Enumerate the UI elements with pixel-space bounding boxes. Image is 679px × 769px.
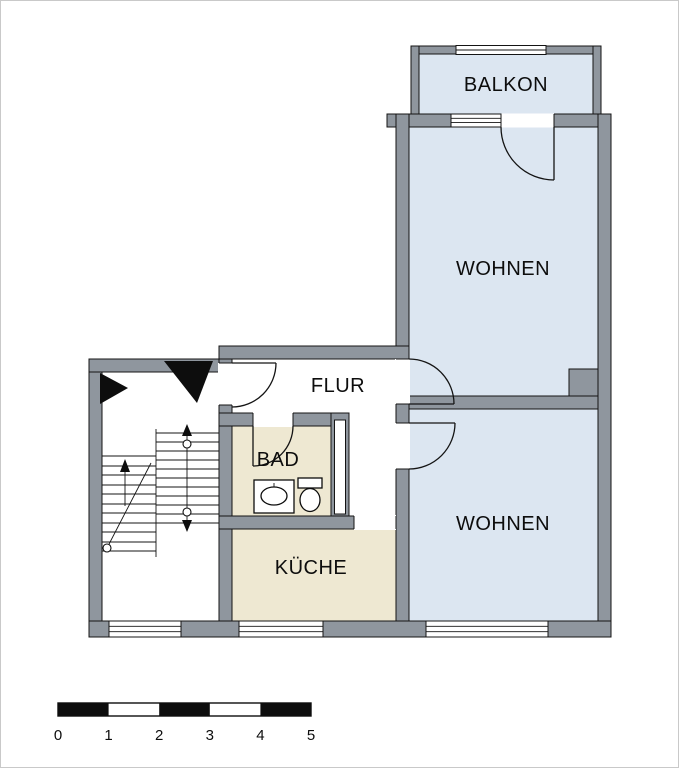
scale-segment-0-1 bbox=[58, 703, 109, 716]
stair-steps-left-flight bbox=[102, 455, 156, 552]
scale-number-5: 5 bbox=[307, 727, 315, 744]
wohnen-upper-door-swing bbox=[408, 358, 455, 405]
scale-number-3: 3 bbox=[206, 727, 214, 744]
bad-door-opening bbox=[253, 412, 293, 427]
kueche-passage-opening bbox=[354, 515, 396, 530]
staircase bbox=[100, 361, 219, 557]
scale-number-4: 4 bbox=[256, 727, 264, 744]
wohnen-lower-window-lines bbox=[426, 625, 548, 633]
stair-walkline-start-circle bbox=[182, 439, 192, 449]
balcony-wall-right bbox=[592, 45, 602, 115]
room-label-flur: FLUR bbox=[311, 375, 365, 397]
wall-kueche-top bbox=[218, 515, 355, 530]
room-label-bad: BAD bbox=[257, 449, 300, 471]
balcony-wall-left bbox=[410, 45, 420, 115]
door-swings bbox=[231, 126, 555, 470]
wall-flur-top bbox=[218, 345, 410, 360]
stair-walkline-arrow-down bbox=[182, 520, 192, 532]
balcony-door-swing bbox=[500, 126, 555, 181]
room-label-balkon: BALKON bbox=[464, 74, 548, 96]
room-labels: BALKON WOHNEN WOHNEN FLUR BAD KÜCHE bbox=[257, 74, 550, 579]
wohnen-lower-door-swing bbox=[408, 422, 456, 470]
room-areas bbox=[102, 54, 598, 621]
corridor-area bbox=[349, 413, 396, 529]
room-label-wohnen-lower: WOHNEN bbox=[456, 513, 550, 535]
kueche-passage-jambs bbox=[353, 516, 397, 529]
stair-walkline-arrow-up bbox=[182, 424, 192, 436]
staircase-window bbox=[108, 620, 182, 638]
wall-right-wing-right bbox=[597, 113, 612, 622]
shaft-duct bbox=[334, 419, 346, 515]
stair-break-line bbox=[106, 462, 152, 549]
sink-basin bbox=[260, 486, 288, 506]
wohnen-lower-window bbox=[425, 620, 549, 638]
scale-number-1: 1 bbox=[104, 727, 112, 744]
scale-number-0: 0 bbox=[54, 727, 62, 744]
toilet-tank bbox=[297, 477, 323, 489]
scale-number-2: 2 bbox=[155, 727, 163, 744]
wall-wohnen-divider bbox=[408, 395, 599, 410]
toilet-bowl bbox=[299, 487, 321, 513]
scale-segment-4-5 bbox=[260, 703, 311, 716]
kueche-window-lines bbox=[239, 625, 323, 633]
scale-segment-2-3 bbox=[159, 703, 210, 716]
wohnen-lower-door-jambs bbox=[396, 422, 409, 470]
stair-direction-triangle-right bbox=[164, 361, 213, 403]
stair-walkline-end-circle bbox=[182, 507, 192, 517]
room-label-kueche: KÜCHE bbox=[275, 557, 348, 579]
balcony-door-opening bbox=[501, 113, 554, 128]
entrance-door-swing bbox=[231, 362, 277, 408]
room-label-wohnen-upper: WOHNEN bbox=[456, 258, 550, 280]
stair-direction-triangle-left bbox=[100, 373, 128, 404]
bad-door-swing bbox=[252, 425, 294, 467]
kueche-area bbox=[232, 529, 396, 621]
entrance-door-opening bbox=[218, 363, 233, 405]
balcony-window-lines bbox=[451, 117, 501, 124]
kueche-window bbox=[238, 620, 324, 638]
bad-door-jambs bbox=[252, 413, 294, 426]
wohnen-upper-door-jambs bbox=[396, 358, 409, 405]
balcony-window bbox=[450, 113, 502, 128]
scale-bar: 0 1 2 3 4 5 bbox=[54, 702, 315, 744]
wall-pillar bbox=[568, 368, 599, 397]
door-openings bbox=[218, 113, 555, 530]
wohnen-lower-area bbox=[409, 409, 598, 621]
wohnen-lower-door-opening bbox=[395, 423, 410, 469]
flur-area bbox=[232, 359, 396, 413]
wohnen-upper-door-opening bbox=[395, 359, 410, 404]
staircase-area bbox=[102, 372, 219, 621]
stair-break-circle bbox=[102, 543, 112, 553]
wohnen-upper-area bbox=[409, 127, 598, 396]
entrance-door-jambs bbox=[219, 362, 232, 406]
balkon-area bbox=[419, 54, 593, 114]
windows bbox=[108, 113, 549, 638]
bathroom-fixtures bbox=[253, 477, 323, 514]
stair-up-arrow-head bbox=[120, 459, 130, 472]
staircase-window-lines bbox=[109, 625, 181, 633]
